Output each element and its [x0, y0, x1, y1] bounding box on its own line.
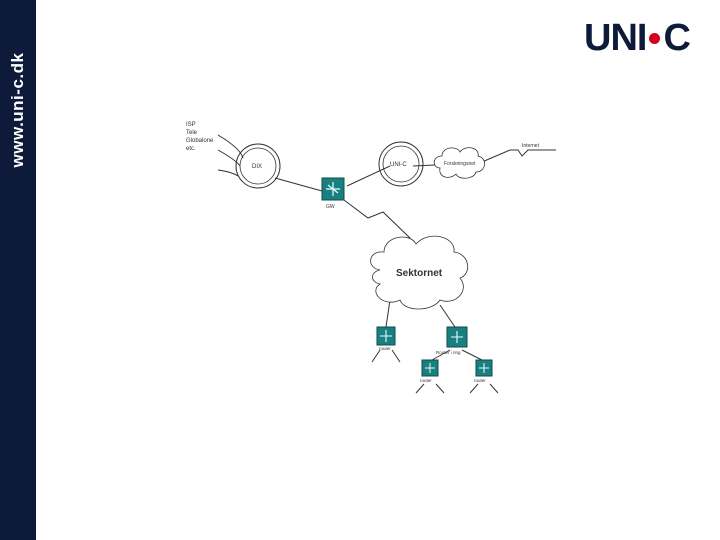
unic-node: UNI-C — [378, 141, 424, 187]
bottom-right-router-label: router — [474, 378, 486, 383]
unic-label: UNI-C — [390, 162, 407, 168]
right-router-to-br — [461, 349, 483, 361]
logo-text-left: UNI — [584, 16, 647, 59]
gw-router-label: GW — [326, 204, 335, 210]
bottom-left-router: router — [420, 359, 439, 383]
br-router-leg-2 — [489, 383, 499, 394]
bl-router-leg-2 — [435, 383, 445, 394]
left-router-leg-2 — [391, 349, 401, 363]
logo-text-right: C — [663, 16, 690, 59]
gw-router: GW — [321, 177, 345, 210]
bl-router-leg-1 — [415, 383, 425, 394]
isp-label: ISP — [186, 122, 196, 128]
isp-label-group: ISP Tele Globalone etc. — [186, 122, 214, 152]
bottom-right-router: router — [474, 359, 493, 383]
unic-to-forsk-line — [412, 164, 436, 167]
logo-dot-icon — [649, 32, 661, 44]
isp-line-2 — [217, 149, 241, 167]
forsk-to-internet-line — [481, 149, 511, 163]
dix-label: DIX — [252, 164, 262, 170]
sektornet-cloud: Sektornet — [370, 235, 468, 310]
internet-zigzag — [510, 149, 556, 157]
forskningsnet-cloud: Forskningsnet — [433, 147, 485, 179]
sidebar: www.uni-c.dk — [0, 0, 36, 540]
isp-label: etc. — [186, 146, 196, 152]
isp-label: Tele — [186, 130, 198, 136]
isp-label: Globalone — [186, 138, 214, 144]
right-router-label: Router i ring — [436, 350, 461, 355]
br-router-leg-1 — [469, 383, 479, 394]
right-router-to-bl — [431, 349, 451, 361]
uni-c-logo: UNI C — [584, 16, 691, 59]
internet-label: Internet — [522, 143, 540, 149]
dix-node: DIX — [235, 143, 281, 189]
forskningsnet-label: Forskningsnet — [444, 161, 476, 167]
connection-lines — [217, 134, 556, 394]
left-router-leg-1 — [371, 349, 381, 363]
isp-line-1 — [217, 134, 244, 159]
left-router-label: router — [379, 346, 391, 351]
sektornet-label: Sektornet — [396, 268, 443, 279]
bottom-left-router-label: router — [420, 378, 432, 383]
right-router: Router i ring — [436, 326, 468, 355]
sektornet-to-right-router — [439, 304, 456, 328]
unic-to-gw-line — [346, 165, 391, 187]
sektornet-to-left-router — [385, 299, 391, 328]
dix-to-gw-line — [274, 177, 323, 192]
gw-to-sektornet-zigzag — [343, 199, 411, 239]
left-router: router — [376, 326, 396, 351]
isp-line-3 — [217, 169, 239, 177]
